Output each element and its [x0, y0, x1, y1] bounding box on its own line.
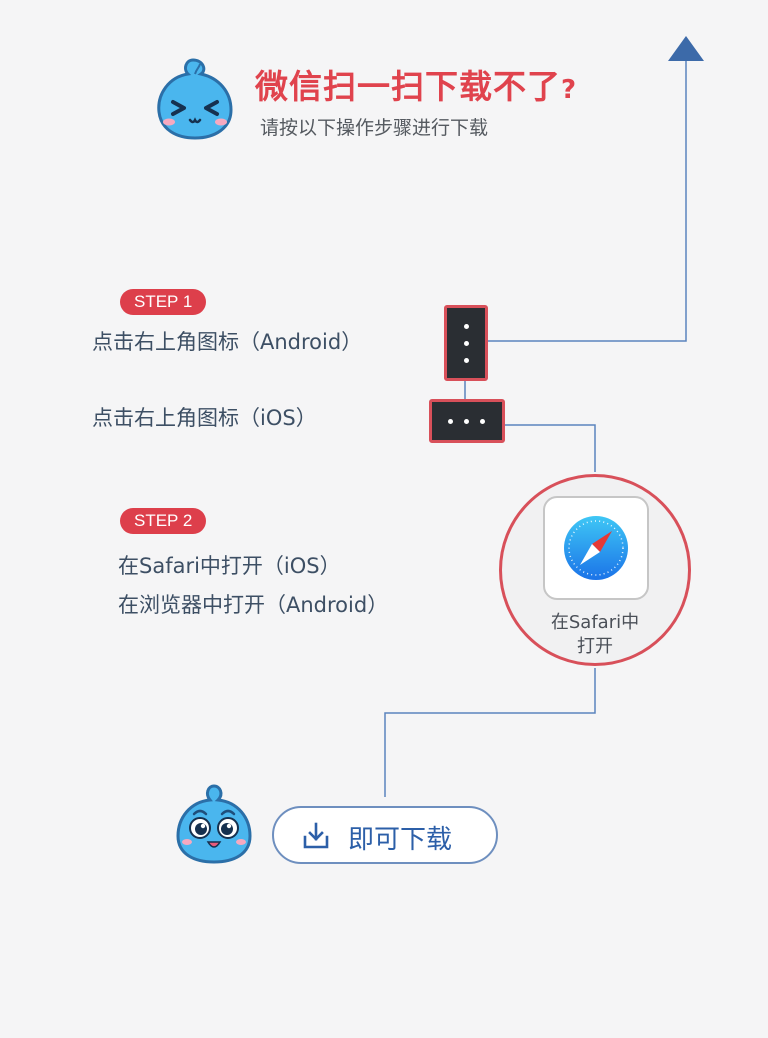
arrow-up-icon [668, 36, 704, 61]
page-subtitle: 请按以下操作步骤进行下载 [260, 117, 489, 139]
safari-compass-icon [564, 516, 628, 580]
safari-label-line1: 在Safari中 [550, 612, 640, 633]
menu-dot-icon [448, 419, 453, 424]
menu-dot-icon [464, 419, 469, 424]
download-icon [303, 822, 329, 849]
menu-dot-icon [480, 419, 485, 424]
menu-dot-icon [464, 341, 469, 346]
step2-ios-text: 在Safari中打开（iOS） [118, 554, 341, 578]
ios-menu-button[interactable] [429, 399, 505, 443]
download-button-label: 即可下载 [348, 825, 453, 855]
title-question-mark: ? [561, 75, 578, 105]
download-button[interactable]: 即可下载 [272, 806, 498, 864]
open-in-safari-button[interactable] [543, 496, 649, 600]
step2-android-text: 在浏览器中打开（Android） [118, 593, 389, 617]
step2-badge: STEP 2 [120, 508, 207, 534]
mascot-squint-icon [157, 58, 233, 140]
page-title: 微信扫一扫下载不了? [255, 67, 578, 106]
step1-badge: STEP 1 [120, 289, 207, 315]
mascot-happy-icon [176, 784, 252, 864]
android-menu-button[interactable] [444, 305, 488, 381]
safari-label-line2: 打开 [577, 636, 613, 657]
step1-android-text: 点击右上角图标（Android） [92, 330, 363, 354]
open-in-safari-circle: 在Safari中 打开 [499, 474, 691, 666]
menu-dot-icon [464, 358, 469, 363]
step1-ios-text: 点击右上角图标（iOS） [92, 406, 317, 430]
menu-dot-icon [464, 324, 469, 329]
